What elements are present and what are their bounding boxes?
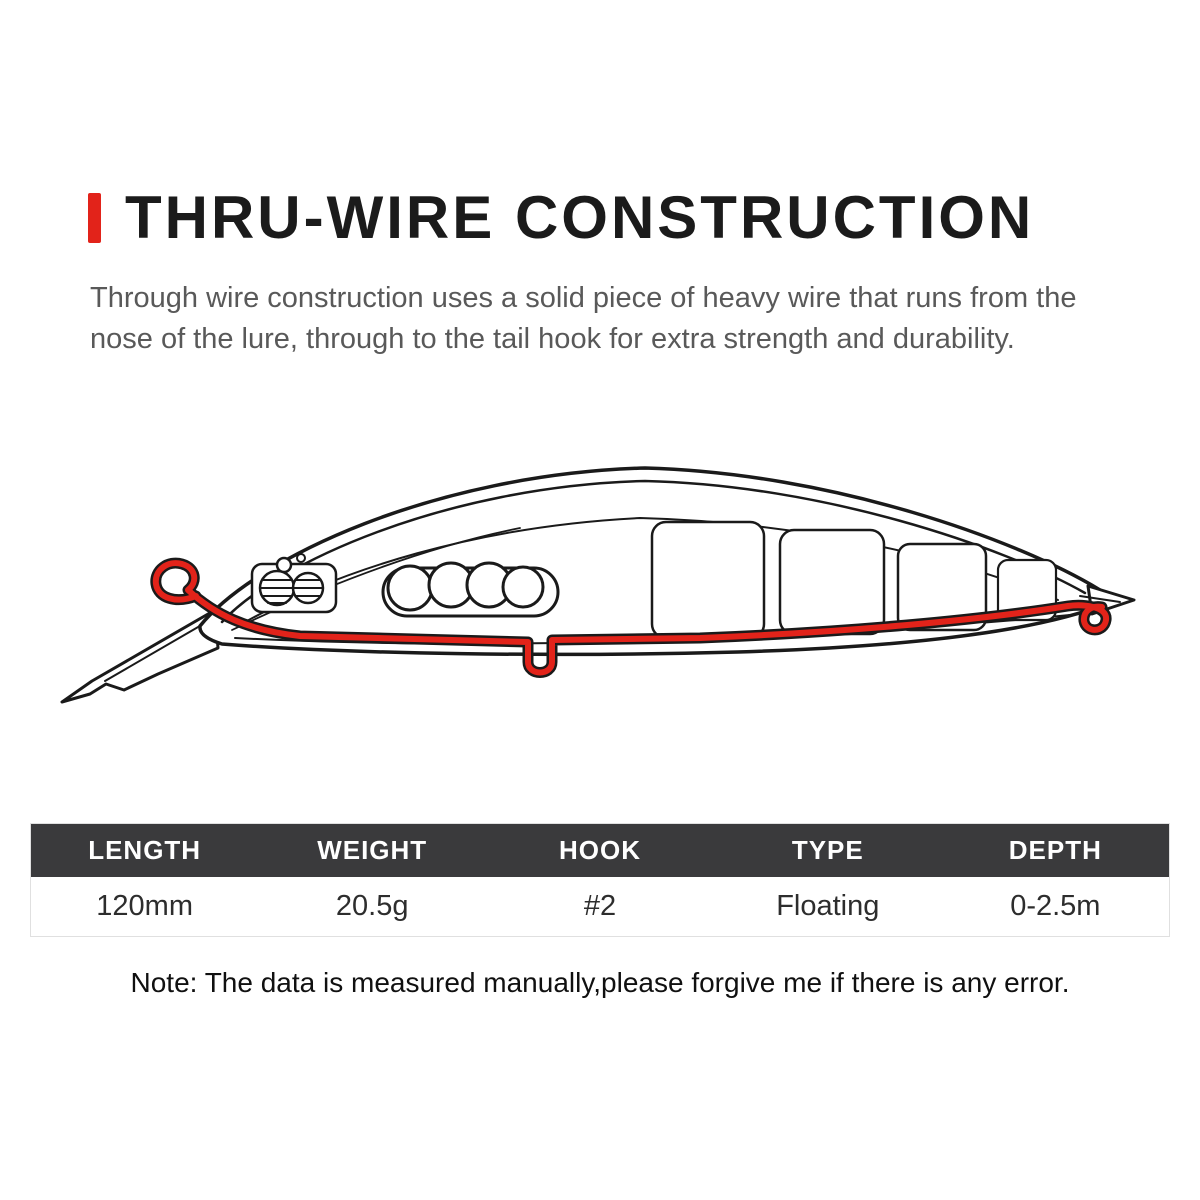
chamber-1 — [650, 521, 766, 640]
thru-wire — [152, 560, 1109, 676]
col-header-type: TYPE — [713, 823, 942, 878]
accent-bar — [88, 192, 101, 243]
title-row: THRU-WIRE CONSTRUCTION — [88, 183, 1140, 252]
col-header-hook: HOOK — [486, 823, 714, 878]
tail-fin-line — [104, 622, 206, 683]
weight-ball-4 — [501, 565, 545, 609]
page-title: THRU-WIRE CONSTRUCTION — [125, 184, 1035, 251]
description-text: Through wire construction uses a solid p… — [90, 282, 1077, 356]
tail-fin — [60, 608, 220, 704]
col-header-length: LENGTH — [30, 823, 259, 878]
spec-table-header-row: LENGTH WEIGHT HOOK TYPE DEPTH — [30, 823, 1170, 878]
col-header-depth: DEPTH — [941, 823, 1170, 878]
weight-ball-1 — [386, 564, 434, 612]
value-hook: #2 — [486, 877, 714, 937]
nose-line — [1079, 595, 1121, 604]
rattle-ball-hatching — [260, 579, 323, 605]
lure-diagram — [60, 466, 1136, 704]
interior-sweep-line — [231, 527, 521, 632]
spec-table: LENGTH WEIGHT HOOK TYPE DEPTH 120mm 20.5… — [30, 823, 1170, 938]
lure-diagram-container — [0, 418, 1200, 793]
note-text: Note: The data is measured manually,plea… — [130, 967, 1070, 999]
chamber-2 — [778, 529, 886, 636]
value-type: Floating — [713, 877, 942, 937]
value-weight: 20.5g — [258, 877, 487, 937]
chamber-3 — [896, 543, 988, 632]
value-length: 120mm — [30, 877, 259, 937]
spec-table-value-row: 120mm 20.5g #2 Floating 0-2.5m — [30, 877, 1170, 937]
col-header-weight: WEIGHT — [258, 823, 487, 878]
header-section: THRU-WIRE CONSTRUCTION Through wire cons… — [0, 0, 1200, 360]
value-depth: 0-2.5m — [941, 877, 1170, 937]
rattle-ball-tiny — [296, 553, 306, 564]
